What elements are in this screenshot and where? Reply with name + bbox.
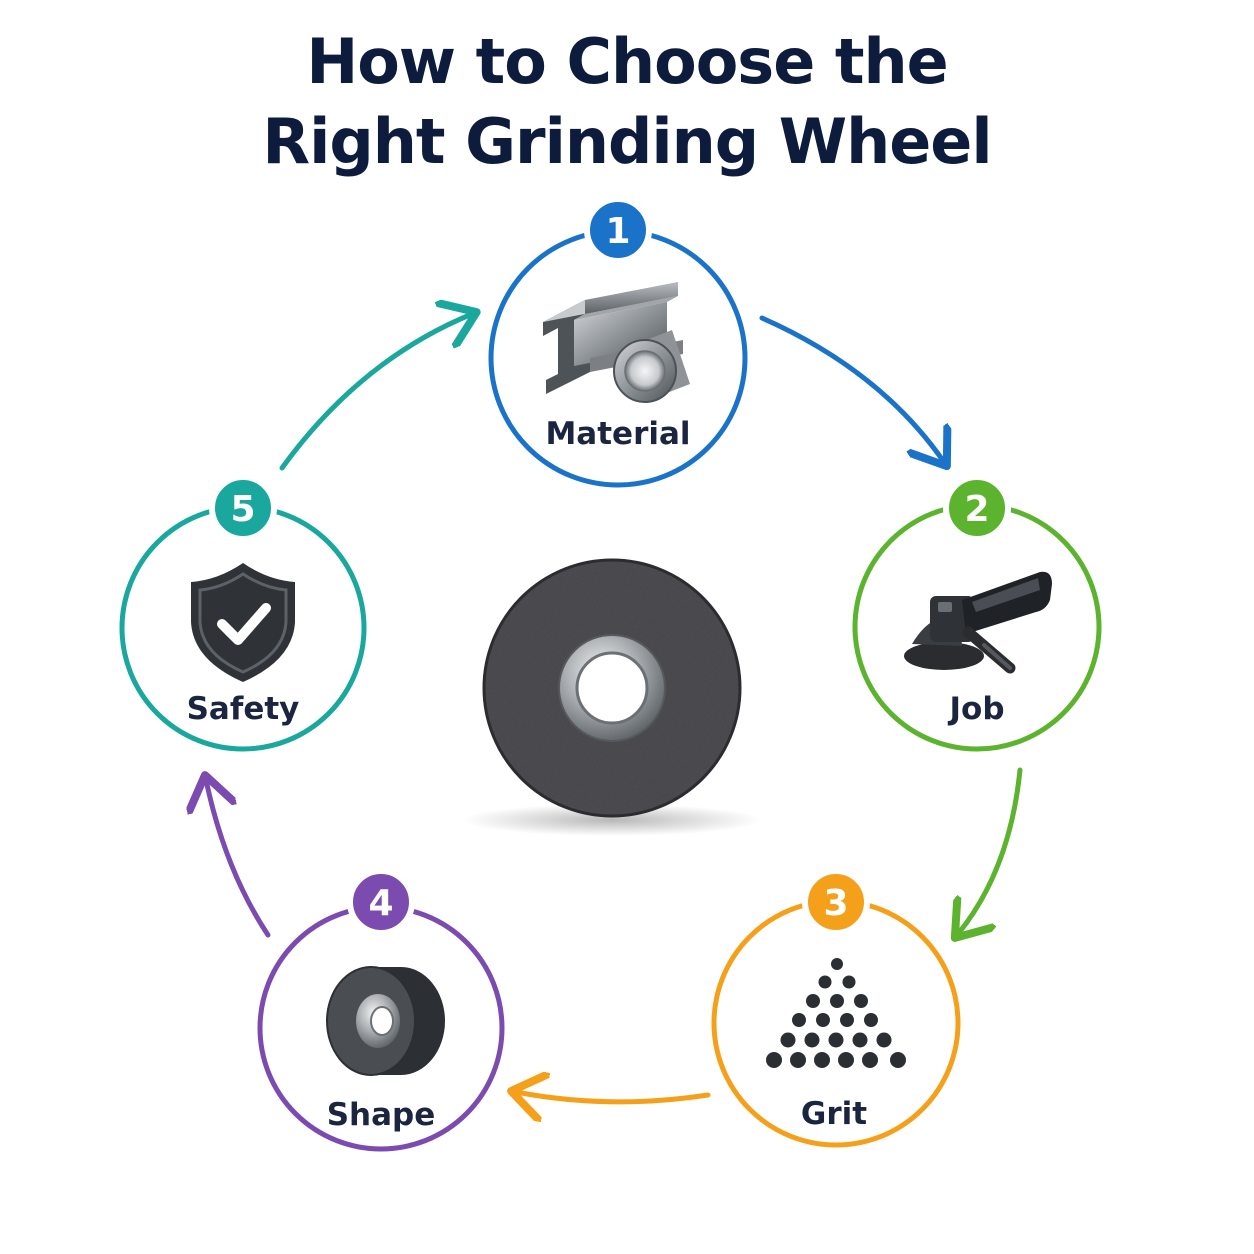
step-shape-label: Shape	[327, 1097, 436, 1133]
step-safety-number: 5	[230, 489, 255, 530]
step-grit: Grit 3	[711, 868, 961, 1148]
arrow-safety-to-material	[279, 314, 472, 471]
step-job-number: 2	[964, 489, 989, 530]
arrow-material-to-job	[759, 315, 944, 462]
step-material-label: Material	[545, 416, 690, 452]
step-grit-number: 3	[823, 883, 848, 924]
title-line-1: How to Choose the	[306, 25, 948, 98]
arrow-grit-to-shape	[516, 1092, 711, 1102]
step-grit-label: Grit	[801, 1096, 867, 1132]
step-safety-badge	[209, 474, 277, 542]
step-job-label: Job	[947, 691, 1004, 727]
step-shape-badge	[347, 868, 415, 936]
shield-check-icon	[191, 563, 295, 682]
arrow-shape-to-safety	[206, 780, 271, 938]
title-line-2: Right Grinding Wheel	[262, 105, 992, 178]
step-material-number: 1	[605, 211, 630, 252]
step-grit-badge	[802, 868, 870, 936]
step-job: Job 2	[852, 474, 1102, 752]
arrow-job-to-grit	[958, 767, 1023, 934]
grinding-wheel-icon	[462, 558, 762, 836]
step-shape: Shape 4	[257, 868, 505, 1152]
angle-grinder-icon	[904, 571, 1052, 674]
step-safety: Safety 5	[119, 474, 367, 752]
step-material-badge	[584, 196, 652, 264]
step-shape-number: 4	[368, 883, 393, 924]
page-title: How to Choose the Right Grinding Wheel	[0, 22, 1254, 182]
step-safety-label: Safety	[187, 691, 300, 727]
step-material: Material 1	[488, 196, 748, 488]
grit-particles-icon	[766, 958, 906, 1068]
metal-beam-and-pipe-icon	[543, 282, 690, 403]
step-job-badge	[943, 474, 1011, 542]
wheel-shape-icon	[326, 966, 445, 1076]
